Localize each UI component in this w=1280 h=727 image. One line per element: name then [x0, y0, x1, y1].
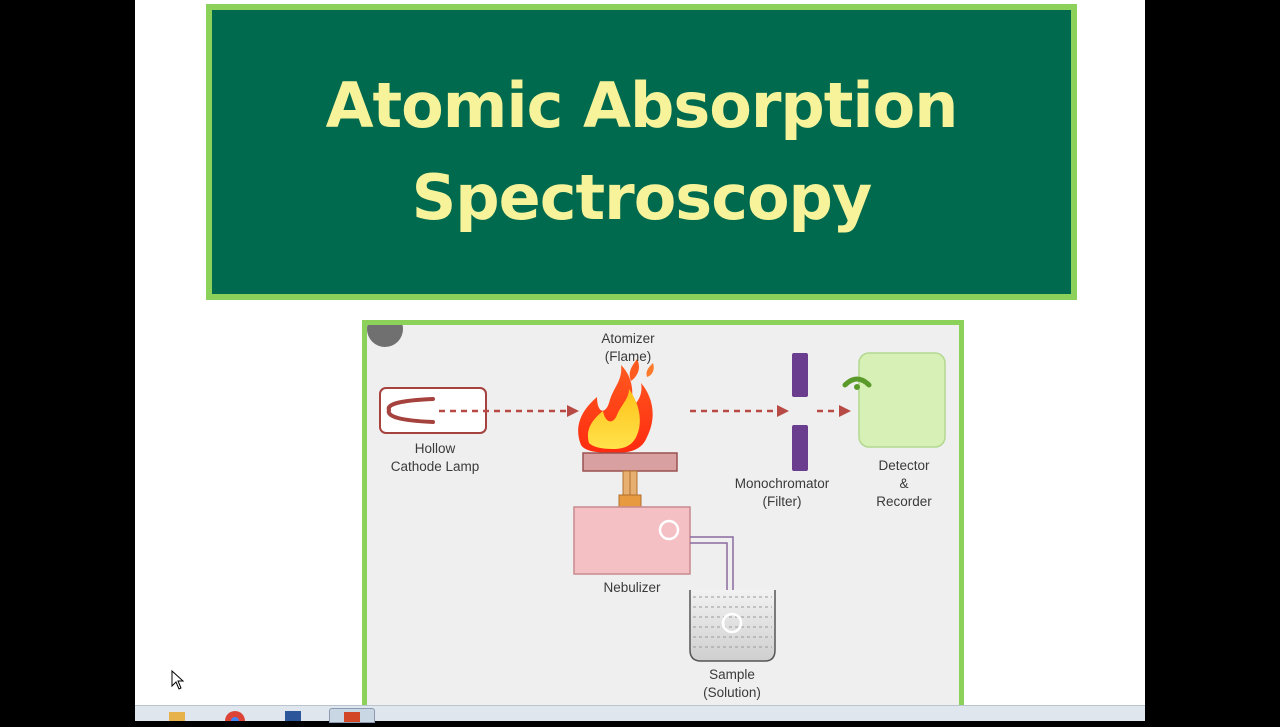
sample-label: Sample (Solution) — [703, 667, 761, 700]
burner — [582, 452, 678, 508]
title-line-1: Atomic Absorption — [325, 69, 959, 142]
title-banner: Atomic Absorption Spectroscopy — [206, 4, 1077, 300]
sample-beaker — [689, 590, 776, 662]
signal-icon — [842, 376, 872, 388]
mouse-cursor-icon — [171, 670, 185, 690]
diagram-graphics — [367, 325, 946, 662]
detector-label: Detector & Recorder — [876, 458, 932, 509]
explorer-icon[interactable] — [155, 708, 199, 721]
nebulizer-chamber — [573, 506, 691, 575]
atomizer-label: Atomizer (Flame) — [601, 331, 655, 364]
hollow-cathode-lamp — [379, 387, 487, 434]
nebulizer-label: Nebulizer — [603, 580, 661, 595]
word-icon[interactable] — [271, 708, 315, 721]
aas-diagram: Atomizer (Flame) Hollow Cathode Lamp Mon… — [362, 320, 964, 710]
flame-icon — [578, 359, 654, 453]
beam-arrowheads — [567, 405, 851, 417]
monochromator-slit — [792, 353, 808, 471]
lamp-label: Hollow Cathode Lamp — [390, 441, 480, 474]
corner-mark — [367, 325, 403, 347]
monochromator-label: Monochromator (Filter) — [734, 476, 830, 509]
powerpoint-icon[interactable] — [329, 708, 375, 723]
title-line-2: Spectroscopy — [411, 161, 873, 234]
taskbar — [135, 705, 1145, 727]
detector-box — [842, 352, 946, 448]
chrome-icon[interactable] — [213, 708, 257, 727]
